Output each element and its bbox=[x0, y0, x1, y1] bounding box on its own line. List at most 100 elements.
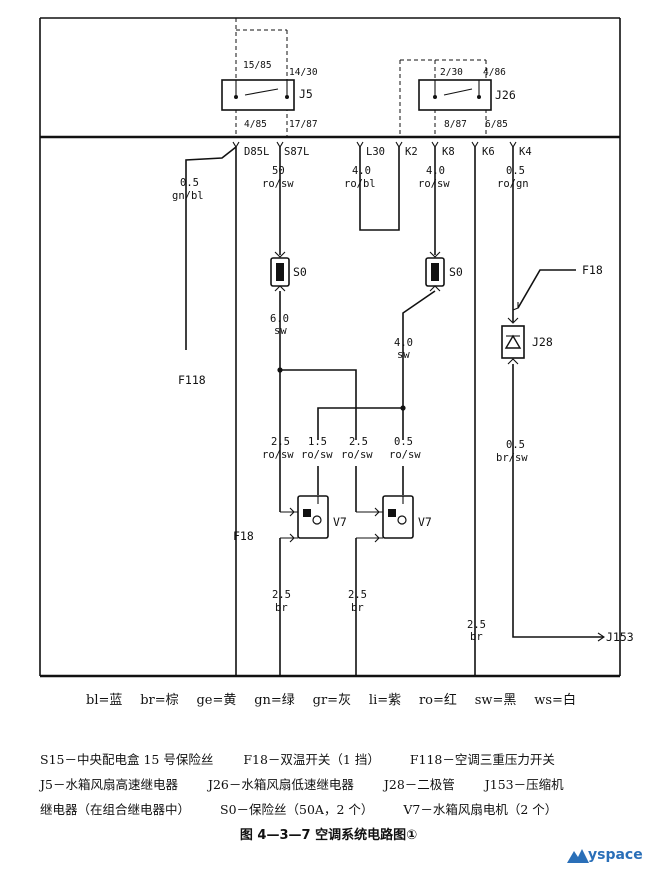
wire-15-size: 2.5 bbox=[467, 619, 486, 631]
j26-pin-4-86: 4/86 bbox=[483, 67, 506, 78]
relay-j26: 2/30 4/86 J26 8/87 6/85 bbox=[399, 59, 516, 137]
diode-ref-f18: F18 bbox=[582, 263, 603, 277]
legend-item: ge=黄 bbox=[196, 693, 237, 708]
logo-text: yspace bbox=[588, 847, 643, 863]
wire-8-color: br/sw bbox=[496, 452, 528, 464]
note-item: J26－水箱风扇低速继电器 bbox=[207, 777, 354, 792]
j26-pin-8-87: 8/87 bbox=[444, 119, 467, 130]
legend-item: gn=绿 bbox=[254, 693, 295, 708]
legend-item: gr=灰 bbox=[312, 693, 352, 708]
wire-9-size: 2.5 bbox=[271, 436, 290, 448]
note-item: J5－水箱风扇高速继电器 bbox=[40, 777, 178, 792]
wire-l30-k2-loop bbox=[359, 147, 400, 231]
note-item: J153－压缩机 bbox=[484, 777, 564, 792]
logo-mountain-icon bbox=[567, 849, 589, 863]
wire-2-size: 50 bbox=[272, 165, 285, 177]
j5-pin-14-30: 14/30 bbox=[289, 67, 318, 78]
fuse-right: S0 bbox=[425, 251, 463, 292]
fuse-left-label: S0 bbox=[293, 265, 307, 279]
wire-4-color: ro/sw bbox=[418, 178, 450, 190]
wire-diode-j153 bbox=[512, 364, 603, 638]
j26-pin-6-85: 6/85 bbox=[485, 119, 508, 130]
wire-11-color: ro/sw bbox=[341, 449, 373, 461]
legend-item: br=棕 bbox=[140, 693, 179, 708]
legend-item: li=紫 bbox=[368, 693, 402, 708]
wire-12-color: ro/sw bbox=[389, 449, 421, 461]
wire-right-motor-b bbox=[355, 466, 404, 512]
connector-k4: K4 bbox=[519, 146, 532, 158]
label-f18-bottom: F18 bbox=[233, 529, 254, 543]
wire-5-color: ro/gn bbox=[497, 178, 529, 190]
j26-label: J26 bbox=[495, 88, 516, 102]
legend-item: ws=白 bbox=[534, 693, 576, 708]
watermark-logo: yspace bbox=[566, 843, 650, 867]
note-item: V7－水箱风扇电机（2 个） bbox=[403, 802, 558, 817]
wire-13-color: br bbox=[275, 602, 288, 614]
wire-3-color: ro/bl bbox=[344, 178, 376, 190]
note-item: S0－保险丝（50A，2 个） bbox=[220, 802, 374, 817]
label-f118: F118 bbox=[178, 373, 206, 387]
notes-row-3: 继电器（在组合继电器中） S0－保险丝（50A，2 个） V7－水箱风扇电机（2… bbox=[40, 797, 640, 822]
notes-row-1: S15－中央配电盒 15 号保险丝 F18－双温开关（1 挡） F118－空调三… bbox=[40, 747, 640, 772]
diagram-frame bbox=[39, 17, 621, 676]
wire-7-size: 4.0 bbox=[394, 337, 413, 349]
connector-k2: K2 bbox=[405, 146, 418, 158]
motor-right-label: V7 bbox=[418, 515, 432, 529]
wire-2-color: ro/sw bbox=[262, 178, 294, 190]
connector-l30: L30 bbox=[366, 146, 385, 158]
fuse-left: S0 bbox=[270, 251, 307, 292]
legend-item: sw=黑 bbox=[474, 693, 517, 708]
diode-j28: J28 bbox=[501, 317, 553, 365]
wire-1-size: 0.5 bbox=[180, 177, 199, 189]
j5-pin-15-85: 15/85 bbox=[243, 60, 272, 71]
wire-junction-right bbox=[317, 407, 404, 440]
note-item: F118－空调三重压力开关 bbox=[409, 752, 555, 767]
connector-d85l: D85L bbox=[244, 146, 269, 158]
relay-j5: 15/85 14/30 J5 4/85 17/87 bbox=[221, 18, 318, 137]
connector-s87l: S87L bbox=[284, 146, 309, 158]
diode-label: J28 bbox=[532, 335, 553, 349]
motor-right-v7: V7 bbox=[356, 495, 432, 543]
wire-15-color: br bbox=[470, 631, 483, 643]
wire-9-color: ro/sw bbox=[262, 449, 294, 461]
wire-7-color: sw bbox=[397, 349, 410, 361]
wire-junction-left bbox=[280, 369, 357, 440]
component-notes: S15－中央配电盒 15 号保险丝 F18－双温开关（1 挡） F118－空调三… bbox=[40, 747, 640, 822]
note-item: J28－二极管 bbox=[383, 777, 455, 792]
motor-left-label: V7 bbox=[333, 515, 347, 529]
wire-fuse-right-down bbox=[402, 290, 436, 408]
wire-6-color: sw bbox=[274, 325, 287, 337]
j5-label: J5 bbox=[299, 87, 313, 101]
j5-pin-4-85: 4/85 bbox=[244, 119, 267, 130]
wire-12-size: 0.5 bbox=[394, 436, 413, 448]
wire-d85l-f118 bbox=[185, 146, 237, 350]
j26-pin-2-30: 2/30 bbox=[440, 67, 463, 78]
wire-10-color: ro/sw bbox=[301, 449, 333, 461]
motor-left-v7: V7 bbox=[280, 495, 347, 543]
legend-item: bl=蓝 bbox=[86, 693, 123, 708]
wire-f18-to-k4 bbox=[517, 269, 576, 309]
wire-3-size: 4.0 bbox=[352, 165, 371, 177]
j5-pin-17-87: 17/87 bbox=[289, 119, 318, 130]
legend-item: ro=红 bbox=[418, 693, 457, 708]
wire-10-size: 1.5 bbox=[308, 436, 327, 448]
fuse-right-label: S0 bbox=[449, 265, 463, 279]
wire-5-size: 0.5 bbox=[506, 165, 525, 177]
wire-1-color: gn/bl bbox=[172, 190, 204, 202]
label-j153: J153 bbox=[606, 630, 634, 644]
figure-caption: 图 4—3—7 空调系统电路图① bbox=[239, 828, 418, 843]
wire-14-color: br bbox=[351, 602, 364, 614]
wire-14-size: 2.5 bbox=[348, 589, 367, 601]
connector-k6: K6 bbox=[482, 146, 495, 158]
color-legend: bl=蓝 br=棕 ge=黄 gn=绿 gr=灰 li=紫 ro=红 sw=黑 … bbox=[86, 689, 576, 708]
wire-6-size: 6.0 bbox=[270, 313, 289, 325]
notes-row-2: J5－水箱风扇高速继电器 J26－水箱风扇低速继电器 J28－二极管 J153－… bbox=[40, 772, 640, 797]
wire-8-size: 0.5 bbox=[506, 439, 525, 451]
note-item: F18－双温开关（1 挡） bbox=[243, 752, 380, 767]
note-item: 继电器（在组合继电器中） bbox=[40, 802, 191, 817]
connector-k8: K8 bbox=[442, 146, 455, 158]
wire-11-size: 2.5 bbox=[349, 436, 368, 448]
wire-13-size: 2.5 bbox=[272, 589, 291, 601]
wire-4-size: 4.0 bbox=[426, 165, 445, 177]
